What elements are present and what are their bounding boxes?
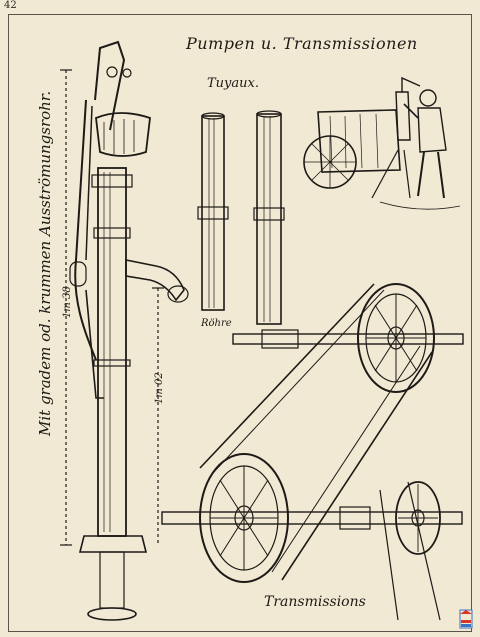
pump-cart-scene <box>303 76 461 210</box>
tuyaux-label: Tuyaux. <box>207 76 259 91</box>
dimension-lines <box>60 69 164 546</box>
page-number: 42 <box>4 0 17 11</box>
transmissions-illustration <box>161 283 464 621</box>
pipes-illustration <box>197 110 285 325</box>
transmissions-label: Transmissions <box>264 594 366 610</box>
hand-pump-illustration <box>69 40 189 621</box>
page-title: Pumpen u. Transmissionen <box>186 34 418 53</box>
pipes-label: Röhre <box>201 318 232 329</box>
collection-logo-icon <box>459 609 473 629</box>
plate-border <box>8 14 472 632</box>
